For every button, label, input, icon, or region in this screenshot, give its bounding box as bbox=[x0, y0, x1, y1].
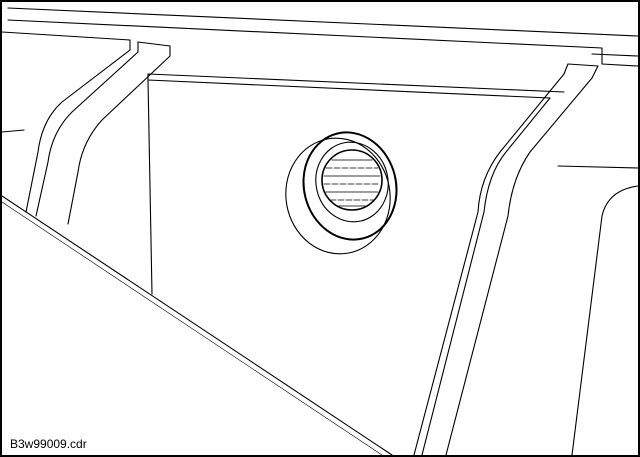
top-frame-edges bbox=[7, 7, 638, 67]
left-rail bbox=[2, 31, 171, 225]
right-rail bbox=[413, 63, 638, 455]
back-panel bbox=[147, 73, 565, 455]
filter-mesh-lines bbox=[323, 159, 381, 207]
foreground-panel bbox=[2, 195, 393, 455]
filename-label: B3w99009.cdr bbox=[8, 437, 89, 451]
filter-port bbox=[285, 131, 398, 255]
